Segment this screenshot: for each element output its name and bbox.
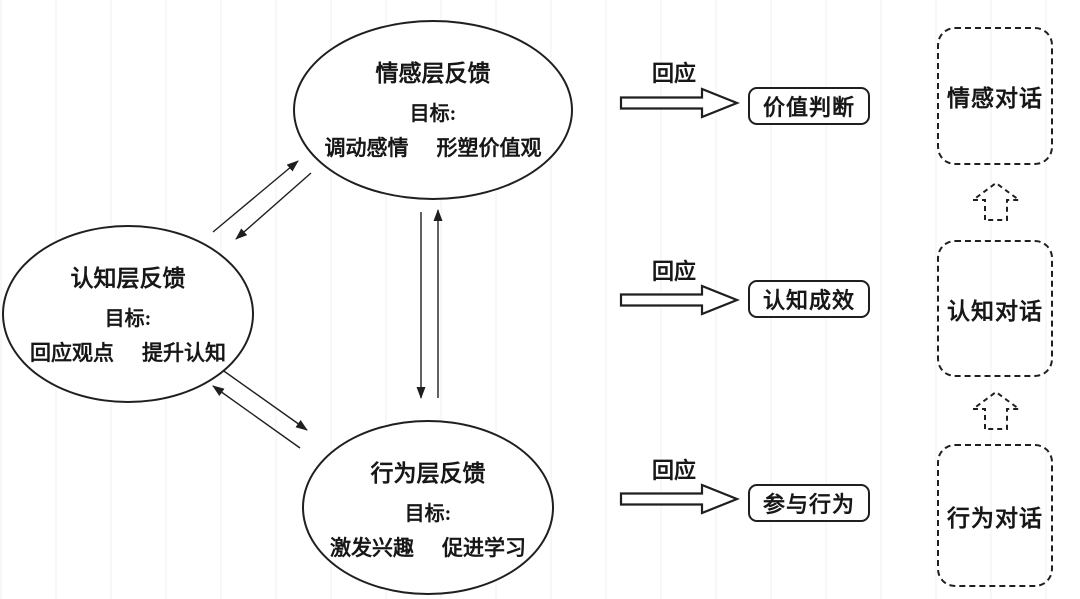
dialogue-up-arrow-behavior-to-cognition <box>969 390 1023 430</box>
outcome-box-value-judgment: 价值判断 <box>748 87 870 125</box>
arrow-behavior-to-cognition <box>212 385 301 449</box>
cognition-goal-label: 目标: <box>104 308 152 330</box>
emotion-feedback-node: 情感层反馈 目标: 调动感情 形塑价值观 <box>293 20 573 200</box>
emotion-goal-2: 形塑价值观 <box>436 136 542 160</box>
cognition-goals: 回应观点 提升认知 <box>30 340 226 366</box>
dialogue-box-cognition: 认知对话 <box>937 240 1053 377</box>
cognition-feedback-node: 认知层反馈 目标: 回应观点 提升认知 <box>2 225 254 403</box>
response-arrow-label-2: 回应 <box>651 259 696 284</box>
cognition-node-title: 认知层反馈 <box>70 266 186 291</box>
emotion-node-title: 情感层反馈 <box>375 61 491 86</box>
response-arrow-label-3: 回应 <box>651 458 696 483</box>
response-block-arrow-1 <box>619 87 740 119</box>
cognition-goal-1: 回应观点 <box>30 341 114 365</box>
behavior-feedback-node: 行为层反馈 目标: 激发兴趣 促进学习 <box>302 420 554 595</box>
emotion-goals: 调动感情 形塑价值观 <box>325 135 542 161</box>
cognition-behavior-link <box>212 368 308 449</box>
emotion-goal-label: 目标: <box>409 103 457 125</box>
response-block-arrow-2 <box>619 284 740 316</box>
dialogue-box-behavior: 行为对话 <box>937 444 1053 587</box>
outcome-box-cognitive-effect: 认知成效 <box>748 280 870 318</box>
dialogue-box-emotion: 情感对话 <box>937 27 1053 165</box>
behavior-goal-label: 目标: <box>404 503 452 525</box>
cognition-emotion-link <box>212 160 312 240</box>
arrow-emotion-to-cognition <box>235 172 312 240</box>
outcome-box-participation-behavior: 参与行为 <box>748 484 870 522</box>
emotion-goal-1: 调动感情 <box>324 136 409 160</box>
cognition-goal-2: 提升认知 <box>142 341 226 365</box>
response-arrow-label-1: 回应 <box>651 61 696 86</box>
behavior-node-title: 行为层反馈 <box>370 461 486 486</box>
behavior-goal-2: 促进学习 <box>442 536 526 560</box>
response-block-arrow-3 <box>619 483 740 515</box>
behavior-goal-1: 激发兴趣 <box>330 536 414 560</box>
behavior-goals: 激发兴趣 促进学习 <box>330 535 526 561</box>
dialogue-up-arrow-cognition-to-emotion <box>969 181 1023 221</box>
arrow-cognition-to-behavior <box>220 368 308 431</box>
arrow-cognition-to-emotion <box>212 160 299 233</box>
emotion-behavior-link <box>416 209 443 399</box>
